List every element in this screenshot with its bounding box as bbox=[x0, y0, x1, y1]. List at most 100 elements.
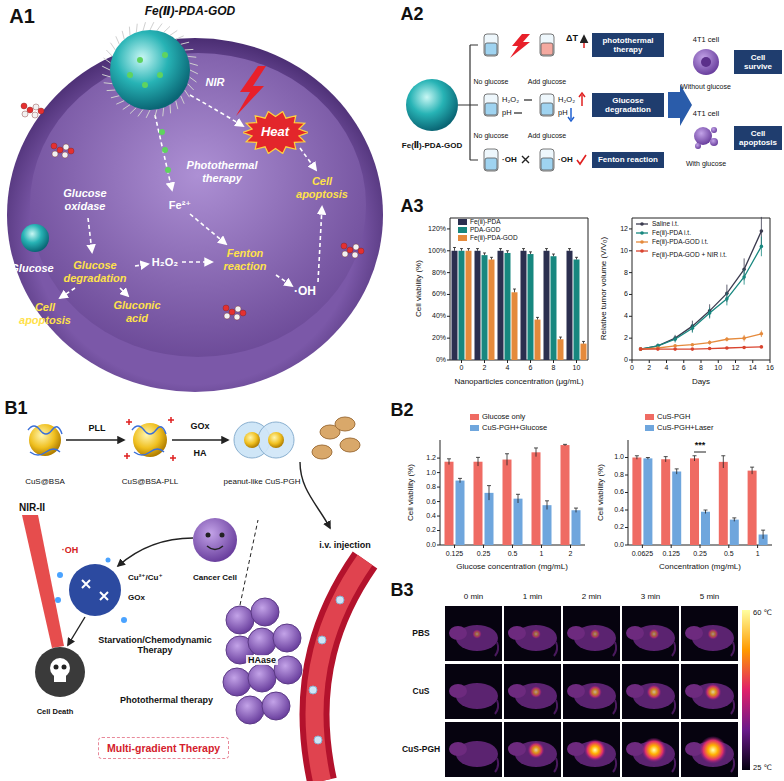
chart-mark bbox=[489, 486, 490, 500]
chart-mark bbox=[437, 516, 440, 517]
text-label: 120% bbox=[428, 225, 446, 233]
text-label: 10 bbox=[714, 364, 722, 372]
chart-mark bbox=[625, 527, 628, 528]
text-label: 1 bbox=[540, 550, 544, 558]
chart-mark bbox=[102, 75, 110, 77]
text-label: NIR bbox=[206, 76, 225, 89]
data-point bbox=[639, 347, 643, 351]
chart-mark bbox=[477, 249, 478, 251]
chart-mark bbox=[752, 467, 753, 474]
bar bbox=[485, 493, 494, 545]
chart-mark bbox=[632, 218, 770, 219]
panel-letter: B3 bbox=[390, 580, 413, 601]
text-label: ·OH bbox=[558, 155, 573, 164]
chart-mark bbox=[757, 545, 758, 548]
text-label: 6 bbox=[682, 364, 686, 372]
legend-swatch bbox=[458, 219, 467, 225]
text-label: 8 bbox=[552, 364, 556, 372]
chart-mark bbox=[649, 360, 650, 363]
molecule bbox=[223, 305, 229, 311]
data-point bbox=[760, 245, 764, 249]
hot-spot bbox=[647, 685, 662, 700]
molecule bbox=[224, 313, 230, 319]
nanoparticle bbox=[110, 30, 190, 110]
chart-mark bbox=[569, 249, 570, 251]
data-point bbox=[760, 229, 764, 233]
text-label: Cell viability (%) bbox=[405, 464, 414, 521]
text-label: CuS@BSA bbox=[25, 477, 65, 486]
node-text: Multi-gradient Therapy bbox=[107, 742, 220, 754]
text-label: 6 bbox=[624, 290, 628, 298]
chart-mark bbox=[499, 248, 502, 249]
dashed-box: Multi-gradient Therapy bbox=[98, 737, 229, 759]
text-label: 0 bbox=[630, 364, 634, 372]
bar bbox=[489, 260, 495, 360]
chart-mark bbox=[449, 459, 450, 465]
data-point bbox=[691, 347, 695, 351]
chart-mark bbox=[181, 42, 189, 44]
mouse bbox=[508, 626, 526, 640]
text-label: Glucose oxidase bbox=[49, 187, 121, 212]
molecule bbox=[353, 244, 359, 250]
chart-mark bbox=[116, 101, 124, 105]
chart-mark bbox=[150, 22, 154, 30]
chart-mark bbox=[664, 456, 668, 457]
text-label: No glucose bbox=[473, 132, 508, 140]
chart-mark bbox=[190, 70, 198, 74]
chart-mark bbox=[447, 316, 450, 317]
molecule bbox=[68, 148, 74, 154]
chart-mark bbox=[518, 494, 519, 503]
chart-mark bbox=[553, 360, 554, 363]
chart-mark bbox=[450, 218, 451, 360]
chart-mark bbox=[629, 338, 632, 339]
text-label: 0.25 bbox=[477, 550, 491, 558]
legend-text: CuS-PGH bbox=[657, 413, 690, 422]
iron-dot bbox=[157, 72, 163, 78]
panel-letter: A1 bbox=[9, 5, 35, 28]
molecule bbox=[235, 306, 241, 312]
hot-spot bbox=[584, 739, 606, 761]
molecule bbox=[51, 143, 57, 149]
thermal-image bbox=[681, 722, 738, 777]
legend-swatch bbox=[470, 425, 479, 431]
chart-mark bbox=[629, 228, 632, 229]
cell-illustration bbox=[7, 38, 383, 392]
hot-spot bbox=[649, 629, 660, 640]
data-point bbox=[673, 347, 677, 351]
chart-mark bbox=[437, 530, 440, 531]
legend-marker bbox=[640, 231, 644, 235]
thermal-image bbox=[563, 664, 620, 719]
chart-mark bbox=[176, 36, 184, 40]
text-label: 4 bbox=[624, 312, 628, 320]
bar bbox=[558, 339, 564, 360]
chart-mark bbox=[170, 105, 172, 114]
text-label: Cancer Cell bbox=[193, 573, 237, 582]
legend-text: CuS-PGH+Laser bbox=[657, 424, 713, 433]
chart-mark bbox=[478, 457, 479, 466]
text-label: 0 min bbox=[464, 592, 484, 601]
text-label: 10 bbox=[620, 247, 628, 255]
chart-mark bbox=[170, 30, 177, 35]
bar bbox=[532, 452, 541, 545]
text-label: ·OH bbox=[294, 285, 316, 299]
legend-swatch bbox=[645, 425, 654, 431]
text-label: Days bbox=[692, 377, 710, 386]
mouse bbox=[672, 700, 675, 714]
chart-mark bbox=[547, 501, 548, 510]
chart-mark bbox=[514, 289, 515, 292]
text-label: 2 bbox=[647, 364, 651, 372]
node-text: Fenton reaction bbox=[595, 155, 661, 164]
thermal-image bbox=[563, 606, 620, 661]
text-label: H₂O₂ bbox=[152, 256, 178, 269]
chart-mark bbox=[102, 66, 110, 70]
process-box: Cell apoptosis bbox=[734, 126, 782, 150]
data-line bbox=[641, 334, 762, 349]
node-text: Cell survive bbox=[737, 53, 779, 71]
text-label: CuS bbox=[413, 687, 430, 697]
chart-mark bbox=[447, 272, 450, 273]
chart-mark bbox=[188, 56, 197, 58]
hot-spot bbox=[707, 628, 718, 639]
text-label: Photothermal therapy bbox=[120, 695, 213, 705]
chart-mark bbox=[522, 248, 525, 249]
chart-mark bbox=[728, 545, 729, 548]
